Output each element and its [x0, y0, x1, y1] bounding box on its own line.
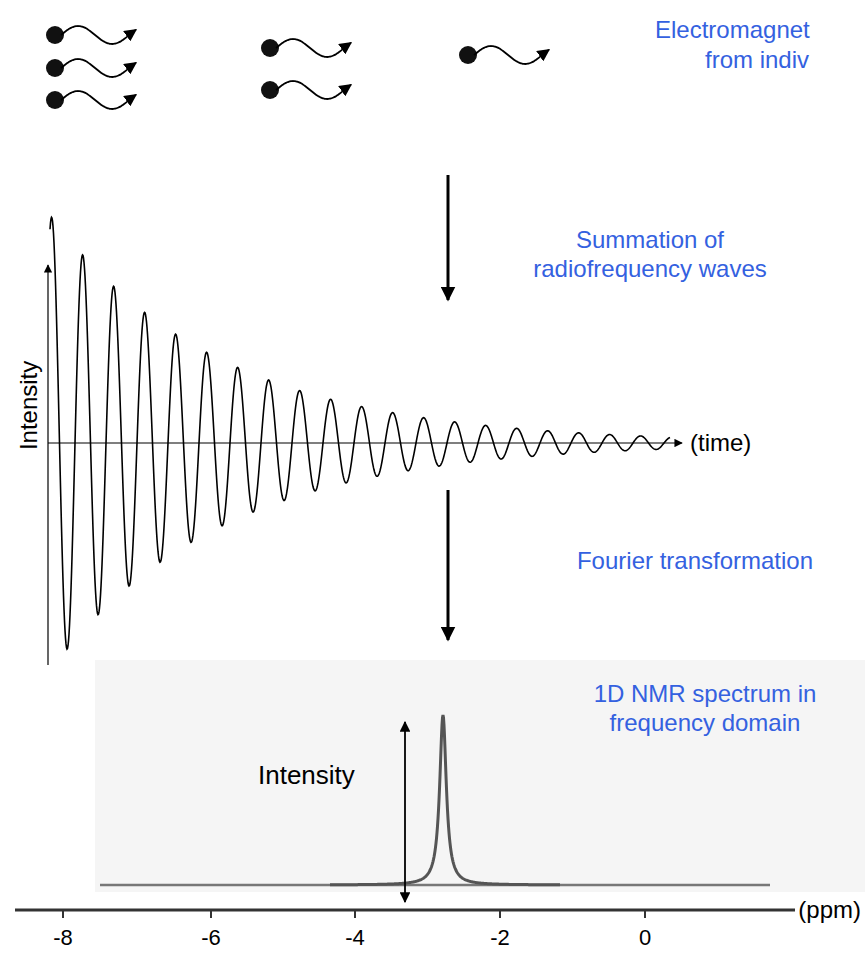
rf-wave: [61, 91, 136, 109]
axis-label: Intensity: [258, 760, 355, 791]
caption-text: from indiv: [705, 46, 809, 75]
step-label: Summation of radiofrequency waves: [525, 226, 775, 284]
tick-mark: [62, 910, 64, 918]
fid-signal: [50, 217, 670, 649]
rf-wave: [276, 81, 351, 99]
tick-label: -6: [201, 925, 221, 951]
rf-wave: [276, 39, 351, 57]
process-arrow: [447, 490, 450, 640]
nucleus-emitters: [46, 26, 549, 109]
tick-mark: [499, 910, 501, 918]
process-arrow: [447, 175, 450, 300]
axis-label: (time): [690, 429, 751, 458]
step-label: Fourier transformation: [565, 547, 825, 576]
rf-wave: [474, 46, 549, 64]
tick-label: 0: [639, 925, 651, 951]
rf-wave: [61, 26, 136, 44]
spectrum-peak: [330, 715, 560, 885]
tick-label: -2: [490, 925, 510, 951]
caption-text: Electromagnet: [655, 16, 810, 45]
tick-mark: [644, 910, 646, 918]
intensity-arrow: [404, 722, 406, 902]
axis-label: Intensity: [16, 360, 45, 449]
tick-label: -8: [53, 925, 73, 951]
spectrum-baseline: [100, 884, 770, 887]
tick-label: -4: [345, 925, 365, 951]
rf-wave: [61, 59, 136, 77]
ppm-ticks: [63, 910, 645, 918]
caption-text: 1D NMR spectrum in frequency domain: [580, 680, 830, 738]
y-axis: [47, 265, 48, 665]
ppm-axis: [15, 909, 795, 912]
tick-mark: [210, 910, 212, 918]
axis-label: (ppm): [798, 896, 861, 925]
spectrum-ground: [95, 660, 865, 892]
tick-mark: [354, 910, 356, 918]
